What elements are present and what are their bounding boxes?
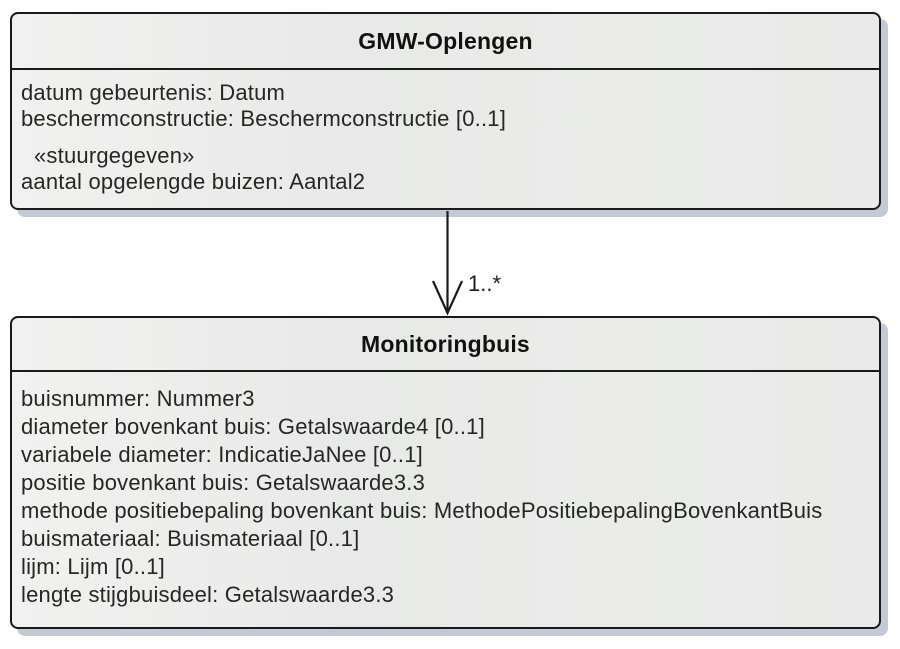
stereotype-label: «stuurgegeven»: [34, 143, 195, 168]
multiplicity-label: 1..*: [468, 271, 502, 296]
attribute-compartment-gmw: datum gebeurtenis: Datum beschermconstru…: [12, 68, 879, 195]
uml-class-gmw-oplengen: GMW-Oplengen datum gebeurtenis: Datum be…: [10, 12, 881, 210]
class-title-monitoringbuis: Monitoringbuis: [361, 330, 530, 357]
attribute-line: beschermconstructie: Beschermconstructie…: [21, 106, 507, 131]
class-title-gmw-oplengen: GMW-Oplengen: [358, 27, 533, 54]
attribute-line: diameter bovenkant buis: Getalswaarde4 […: [21, 414, 485, 439]
uml-class-monitoringbuis: Monitoringbuis buisnummer: Nummer3 diame…: [10, 316, 881, 629]
attribute-spacer: [21, 132, 870, 143]
attribute-line: positie bovenkant buis: Getalswaarde3.3: [21, 470, 426, 495]
attribute-line: variabele diameter: IndicatieJaNee [0..1…: [21, 442, 423, 467]
attribute-line: lijm: Lijm [0..1]: [21, 554, 165, 579]
open-arrowhead-icon: [431, 280, 464, 316]
attribute-line: buismateriaal: Buismateriaal [0..1]: [21, 526, 360, 551]
attribute-line: datum gebeurtenis: Datum: [21, 80, 286, 105]
attribute-compartment-monitoringbuis: buisnummer: Nummer3 diameter bovenkant b…: [12, 370, 879, 609]
attribute-line: aantal opgelengde buizen: Aantal2: [21, 169, 366, 194]
attribute-line: buisnummer: Nummer3: [21, 386, 255, 411]
attribute-line: lengte stijgbuisdeel: Getalswaarde3.3: [21, 582, 395, 607]
attribute-line: methode positiebepaling bovenkant buis: …: [21, 498, 823, 523]
